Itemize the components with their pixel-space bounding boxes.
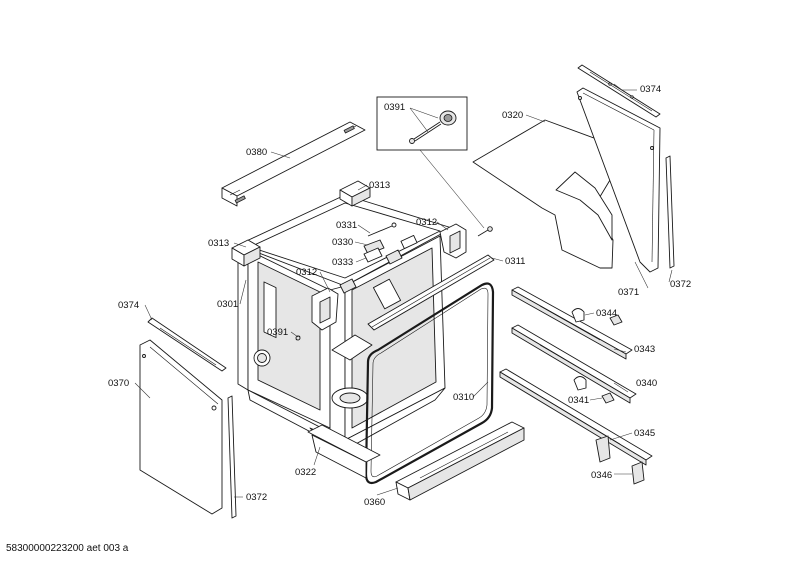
part-0311-top-seal	[367, 254, 495, 331]
part-0320-insulation	[472, 119, 641, 269]
label-0312-left: 0312	[296, 267, 317, 278]
label-0331: 0331	[336, 220, 357, 231]
part-0391-screw-right	[477, 226, 493, 237]
label-0312-right: 0312	[416, 217, 437, 228]
label-0380: 0380	[246, 147, 267, 158]
part-0330-fixture	[363, 234, 418, 255]
label-0391-left: 0391	[267, 327, 288, 338]
part-0372-right-trim	[665, 155, 675, 269]
drawing-reference-number: 58300000223200 aet 003 a	[6, 543, 129, 554]
label-0313-left: 0313	[208, 238, 229, 249]
label-0370: 0370	[108, 378, 129, 389]
label-0372-right: 0372	[670, 279, 691, 290]
label-0344: 0344	[596, 308, 617, 319]
part-0312-bracket-right	[439, 223, 467, 259]
label-0340: 0340	[636, 378, 657, 389]
label-0346: 0346	[591, 470, 612, 481]
label-0311: 0311	[505, 256, 525, 267]
part-0343-rail	[511, 286, 633, 360]
part-0372-left-trim	[227, 395, 237, 519]
label-0310: 0310	[453, 392, 474, 403]
label-0320: 0320	[502, 110, 523, 121]
part-0371-side-panel	[576, 87, 661, 273]
part-0380-top-plate	[221, 121, 366, 207]
leader-lines	[134, 83, 673, 498]
label-0360: 0360	[364, 497, 385, 508]
label-0313-top: 0313	[369, 180, 390, 191]
part-0331-bracket	[367, 222, 397, 237]
callout-0391-box	[376, 96, 485, 229]
label-0301: 0301	[217, 299, 238, 310]
label-0374-left: 0374	[118, 300, 139, 311]
label-0374-top: 0374	[640, 84, 661, 95]
label-0391-box: 0391	[384, 102, 405, 113]
part-0313-hinge-top	[339, 180, 371, 207]
part-0301-cabinet-frame	[237, 194, 453, 456]
part-0374-top-rail	[577, 64, 661, 118]
label-0330: 0330	[332, 237, 353, 248]
part-0340-rail	[511, 324, 637, 404]
part-0374-left-rail	[147, 317, 227, 372]
part-0391-screw-left	[295, 335, 301, 341]
label-0333: 0333	[332, 257, 353, 268]
label-0345: 0345	[634, 428, 655, 439]
part-0345-rail	[499, 368, 653, 466]
part-0310-door-seal	[364, 282, 495, 485]
part-0346-clip	[595, 435, 645, 485]
part-0370-side-panel	[139, 339, 223, 515]
label-0322: 0322	[295, 467, 316, 478]
label-0343: 0343	[634, 344, 655, 355]
part-labels: 0374 0320 0391 0380 0313 0313 0331 0330 …	[108, 84, 691, 508]
part-0333-clip-b	[339, 278, 357, 294]
part-0313-hinge-left	[231, 239, 261, 267]
label-0341: 0341	[568, 395, 589, 406]
part-0344-clip	[571, 308, 623, 326]
part-0360-base-channel	[395, 421, 525, 501]
part-0322-lower-tray	[307, 424, 381, 479]
part-0333-clip	[363, 247, 403, 265]
label-0372-left: 0372	[246, 492, 267, 503]
label-0371: 0371	[618, 287, 639, 298]
part-0312-bracket-left	[311, 287, 339, 331]
part-0341-clip	[573, 376, 615, 404]
